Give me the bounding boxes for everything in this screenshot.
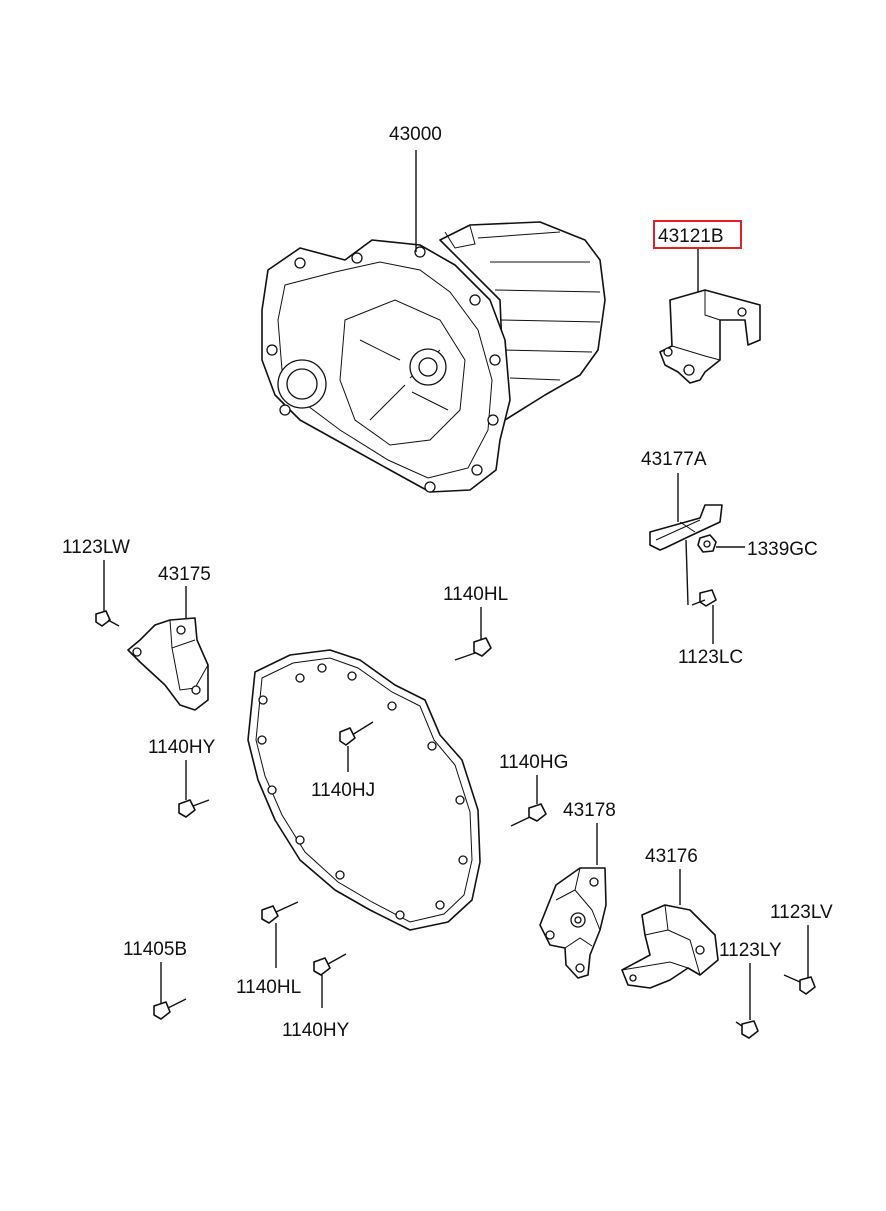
bolt-1123LW[interactable] [95,610,120,627]
bracket-43175[interactable] [127,617,209,711]
label-1140HL-bottom: 1140HL [236,977,301,998]
label-1140HJ: 1140HJ [311,780,375,801]
label-43000: 43000 [389,124,442,145]
label-1140HY-bottom: 1140HY [282,1020,350,1041]
label-1140HY-left: 1140HY [148,737,216,758]
brace-43177A[interactable] [649,504,723,606]
label-1140HL-top: 1140HL [443,584,508,605]
bolt-11405B[interactable] [153,998,187,1020]
bracket-43176[interactable] [621,904,719,989]
bolt-1140HY-bottom[interactable] [313,953,347,976]
label-1123LY: 1123LY [719,940,782,961]
label-43176: 43176 [645,846,698,867]
bolt-1140HY-left[interactable] [178,799,210,818]
bolt-1140HG[interactable] [510,803,547,827]
bracket-43121B[interactable] [659,289,761,384]
bolt-1140HL-bottom[interactable] [261,901,299,924]
bolt-1123LY[interactable] [735,1020,759,1039]
label-43121B: 43121B [658,226,724,247]
label-43177A: 43177A [641,449,707,470]
bracket-43178[interactable] [539,867,607,979]
bolt-1123LC[interactable] [691,589,717,607]
nut-1339GC[interactable] [697,534,717,553]
transaxle-assembly[interactable] [261,150,606,493]
clutch-cover-plate[interactable] [247,649,481,931]
label-1123LV: 1123LV [770,902,833,923]
bolt-1140HJ[interactable] [339,721,374,746]
highlight-box-43121B [653,220,742,249]
label-1123LC: 1123LC [678,647,743,668]
label-1123LW: 1123LW [62,537,130,558]
bolt-1123LV[interactable] [783,974,816,995]
label-11405B: 11405B [123,939,187,960]
label-43178: 43178 [563,800,616,821]
label-43175: 43175 [158,564,211,585]
label-1140HG: 1140HG [499,752,568,773]
bolt-1140HL-top[interactable] [454,637,492,661]
label-1339GC: 1339GC [747,539,818,560]
